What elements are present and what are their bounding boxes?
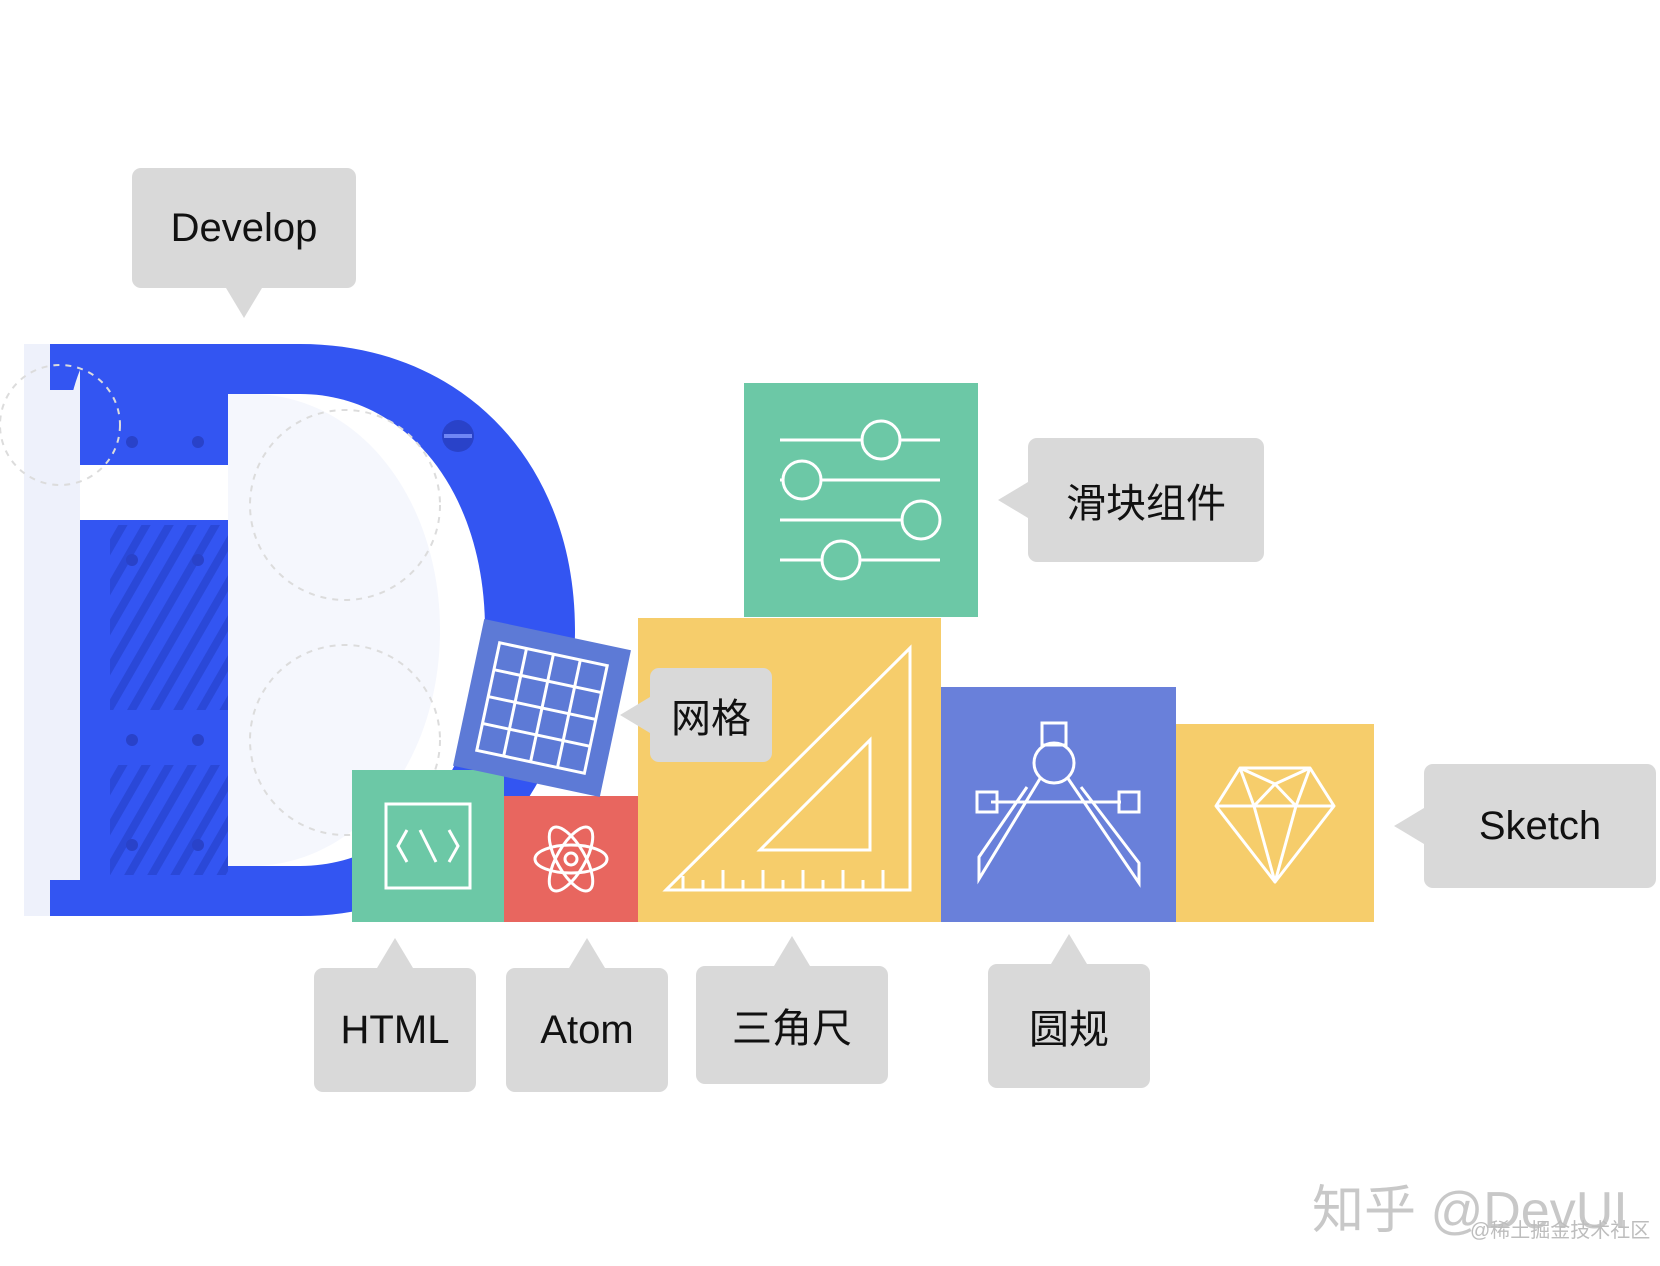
html-label: HTML xyxy=(340,1007,450,1052)
compass-label: 圆规 xyxy=(1029,1008,1109,1052)
triangle-label: 三角尺 xyxy=(732,1007,852,1051)
atom-label: Atom xyxy=(540,1007,634,1052)
atom-icon xyxy=(533,825,609,893)
sketch-tile xyxy=(1176,724,1374,922)
compass-tile xyxy=(941,687,1176,922)
triangle-callout: 三角尺 xyxy=(696,936,888,1084)
grid-callout: 网格 xyxy=(620,668,772,762)
slider-tile xyxy=(744,383,978,617)
set-square-tile xyxy=(638,618,941,922)
sketch-diamond-icon xyxy=(1214,766,1336,884)
sketch-label: Sketch xyxy=(1478,803,1602,848)
juejin-watermark: @稀土掘金技术社区 xyxy=(1470,1220,1651,1242)
grid-label: 网格 xyxy=(671,697,751,741)
atom-tile xyxy=(504,796,638,922)
slider-label: 滑块组件 xyxy=(1066,482,1226,526)
sketch-callout: Sketch xyxy=(1394,764,1656,888)
code-icon xyxy=(384,802,472,890)
compass-callout: 圆规 xyxy=(988,934,1150,1088)
develop-label: Develop xyxy=(170,205,318,250)
grid-tile xyxy=(453,619,631,797)
html-callout: HTML xyxy=(314,938,476,1092)
html-tile xyxy=(352,770,504,922)
atom-callout: Atom xyxy=(506,938,668,1092)
set-square-icon xyxy=(662,644,912,892)
grid-icon xyxy=(474,640,610,776)
develop-callout: Develop xyxy=(132,168,356,318)
zhihu-watermark: 知乎 @DevUI xyxy=(1312,1182,1628,1240)
compass-icon xyxy=(975,721,1141,888)
slider-callout: 滑块组件 xyxy=(998,438,1264,562)
sliders-icon xyxy=(780,419,942,581)
